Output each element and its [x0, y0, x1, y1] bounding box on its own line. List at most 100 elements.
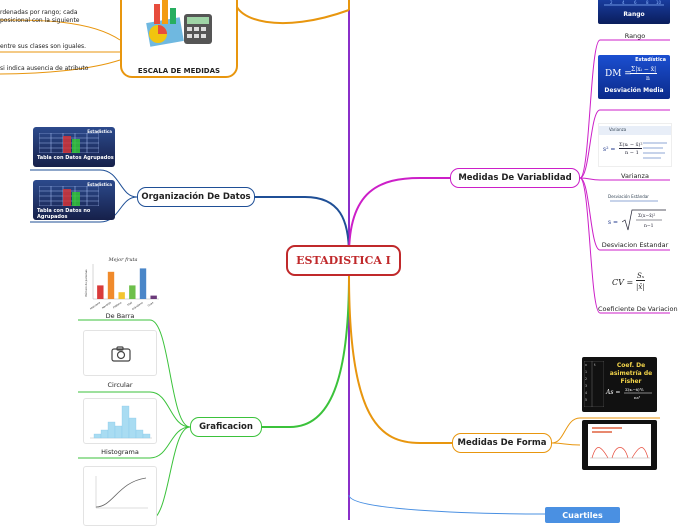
forma-title: Medidas De Forma [457, 438, 547, 448]
variabilidad-item-varianza-label: Varianza [621, 172, 649, 180]
curve-chart-icon [95, 476, 148, 509]
histogram-image-card [83, 398, 157, 444]
variabilidad-item-coef-variacion-label: Coeficiente De Variacion [598, 305, 678, 313]
svg-text:2: 2 [585, 377, 587, 381]
bar-0 [97, 285, 104, 299]
svg-text:10: 10 [656, 0, 662, 5]
escala-node[interactable]: ESCALA DE MEDIDAS [120, 0, 238, 78]
branch-cuartiles [348, 494, 546, 515]
bar-label-2: Plátano [112, 300, 123, 309]
histogram-chart [90, 405, 152, 439]
curve-image-card [83, 466, 157, 526]
circular-image-card [83, 330, 157, 376]
escala-illustration-icon [146, 0, 212, 47]
svg-text:Σ(x−x̄)²: Σ(x−x̄)² [638, 212, 656, 219]
svg-text:5: 5 [585, 398, 587, 402]
bar-chart-title: Mejor fruta [107, 257, 137, 263]
histogram-bin-7 [142, 433, 151, 439]
svg-text:1: 1 [585, 370, 587, 374]
variabilidad-link-1 [579, 39, 670, 179]
asimetria-image [582, 420, 657, 470]
bar-2 [118, 292, 125, 299]
svg-text:6: 6 [634, 0, 637, 5]
svg-text:n−1: n−1 [644, 223, 654, 229]
camera-icon [111, 346, 131, 362]
variabilidad-link-4 [579, 177, 670, 251]
bar-1 [107, 271, 115, 299]
organizacion-link-1 [30, 169, 138, 198]
graficacion-link-2 [78, 391, 191, 428]
bar-5 [150, 295, 157, 299]
organizacion-image-2: Estadistica Tabla con Datos no Agrupados [33, 180, 115, 220]
graficacion-item-de-barra-label: De Barra [105, 312, 135, 320]
organizacion-title: Organización De Datos [141, 192, 251, 202]
bar-label-1: Naranja [101, 300, 112, 309]
branch-variabilidad [348, 177, 450, 256]
escala-link-3 [0, 59, 121, 75]
histogram-bin-5 [128, 417, 137, 439]
histogram-bin-4 [121, 405, 130, 439]
graficacion-node[interactable]: Graficacion [190, 417, 262, 437]
coef-variacion-image: CV = Sₓ |x̄| [598, 264, 670, 302]
organizacion-link-2 [30, 196, 138, 223]
variabilidad-link-5 [579, 177, 670, 314]
bar-label-5: Uvas [147, 300, 155, 307]
histogram-bin-6 [135, 429, 144, 439]
svg-text:2: 2 [610, 0, 613, 5]
cuartiles-node[interactable]: Cuartiles [545, 507, 620, 523]
graficacion-link-3 [78, 426, 191, 459]
branch-graficacion [262, 274, 350, 428]
branch-escala [234, 0, 350, 24]
escala-fragment-1: rdenadas por rango; cada [0, 9, 78, 16]
variabilidad-link-3 [579, 177, 670, 181]
svg-text:4: 4 [585, 391, 587, 395]
cuartiles-title: Cuartiles [562, 510, 603, 520]
table-grid-icon [39, 186, 99, 206]
histogram-bin-3 [114, 425, 123, 439]
variabilidad-node[interactable]: Medidas De Variablidad [450, 168, 580, 188]
bar-label-4: Arándano [131, 300, 144, 310]
svg-text:fᵢ: fᵢ [594, 363, 596, 367]
organizacion-image-1: Estadistica Tabla con Datos Agrupados [33, 127, 115, 167]
center-title: ESTADISTICA I [296, 254, 391, 267]
histogram-bin-2 [107, 421, 116, 439]
svg-text:3: 3 [585, 384, 587, 388]
organizacion-node[interactable]: Organización De Datos [137, 187, 255, 207]
branch-forma [348, 274, 452, 444]
desviacion-estandar-image: Desviación Estándar s = Σ(x−x̄)² n−1 [598, 192, 670, 236]
variabilidad-item-desviacion-estandar-label: Desviacion Estandar [601, 241, 669, 249]
graficacion-item-histograma-label: Histograma [101, 448, 139, 456]
varianza-detail-icon [643, 142, 667, 159]
escala-fragment-3: entre sus clases son iguales. [0, 43, 87, 50]
svg-text:ns³: ns³ [634, 395, 641, 400]
center-node[interactable]: ESTADISTICA I [286, 245, 401, 276]
svg-text:x: x [585, 363, 587, 367]
bar-chart-ylabel: Número de personas [84, 269, 88, 297]
bar-label-3: Kiwi [126, 300, 133, 306]
forma-link-2 [551, 442, 581, 446]
histogram-bin-0 [93, 433, 102, 439]
bar-3 [129, 285, 136, 299]
escala-title: ESCALA DE MEDIDAS [137, 67, 221, 75]
skew-curves-icon [590, 447, 650, 459]
escala-fragment-4: si indica ausencia de atributo [0, 65, 89, 72]
forma-link-1 [551, 417, 660, 444]
escala-link-1 [0, 19, 121, 41]
graficacion-link-1 [78, 319, 191, 428]
graficacion-item-circular-label: Circular [107, 381, 133, 389]
svg-text:4: 4 [622, 0, 625, 5]
histogram-bin-1 [100, 429, 109, 439]
svg-text:8: 8 [646, 0, 649, 5]
fisher-formula-icon: Σ(xᵢ−x̄)³fᵢ ns³ [624, 387, 652, 400]
variabilidad-title: Medidas De Variablidad [458, 173, 572, 183]
bar-4 [139, 268, 147, 299]
graficacion-title: Graficacion [199, 422, 253, 432]
table-grid-icon [39, 133, 99, 153]
bar-label-0: Manzana [89, 300, 101, 310]
varianza-image: Varianza s² = Σ(xᵢ − x̄)² n − 1 [598, 123, 672, 167]
forma-node[interactable]: Medidas De Forma [452, 433, 552, 453]
